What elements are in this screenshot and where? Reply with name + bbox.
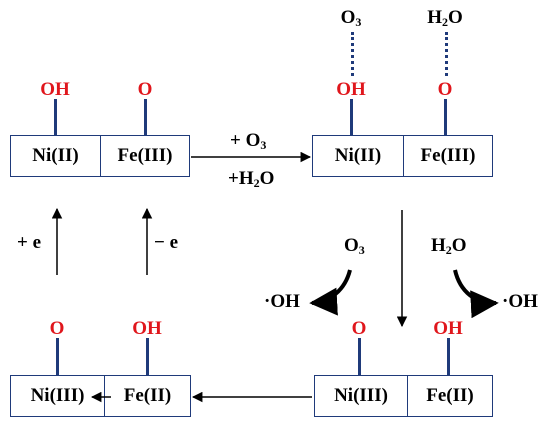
site-label: O — [437, 79, 453, 100]
label-minus-e: − e — [154, 232, 179, 253]
bond — [447, 338, 450, 375]
metal-cell-left: Ni(III) — [314, 375, 408, 417]
site-label: OH — [40, 79, 70, 100]
label-o3-reactant: O3 — [344, 235, 365, 257]
bond — [350, 99, 353, 135]
bond — [54, 99, 57, 135]
site-label: O — [351, 318, 367, 339]
bond — [146, 338, 149, 375]
bond — [444, 99, 447, 135]
label-plus-o3: + O3 — [230, 130, 267, 152]
metal-cell-right: Fe(III) — [403, 135, 493, 177]
metal-cell-left: Ni(III) — [10, 375, 105, 417]
site-label: O — [49, 318, 65, 339]
interaction-dots — [351, 32, 354, 76]
molecule-o3: O3 — [340, 7, 362, 29]
site-label: OH — [336, 79, 366, 100]
label-plus-e: + e — [17, 232, 42, 253]
label-h2o-reactant: H2O — [431, 235, 467, 257]
metal-cell-right: Fe(III) — [100, 135, 190, 177]
site-label: OH — [132, 318, 162, 339]
label-oh-radical-left: ·OH — [264, 291, 300, 312]
curved-arrow-h2o-to-oh — [453, 269, 499, 319]
bond — [56, 338, 59, 375]
curved-arrow-o3-to-oh — [309, 269, 352, 316]
site-label: OH — [433, 318, 463, 339]
molecule-h2o: H2O — [427, 7, 463, 29]
metal-cell-right: Fe(II) — [104, 375, 191, 417]
metal-cell-right: Fe(II) — [407, 375, 493, 417]
metal-cell-left: Ni(II) — [312, 135, 404, 177]
bond — [358, 338, 361, 375]
bond — [144, 99, 147, 135]
interaction-dots — [445, 32, 448, 76]
label-plus-h2o: +H2O — [228, 168, 275, 190]
metal-cell-left: Ni(II) — [10, 135, 101, 177]
label-oh-radical-right: ·OH — [502, 291, 538, 312]
site-label: O — [137, 79, 153, 100]
